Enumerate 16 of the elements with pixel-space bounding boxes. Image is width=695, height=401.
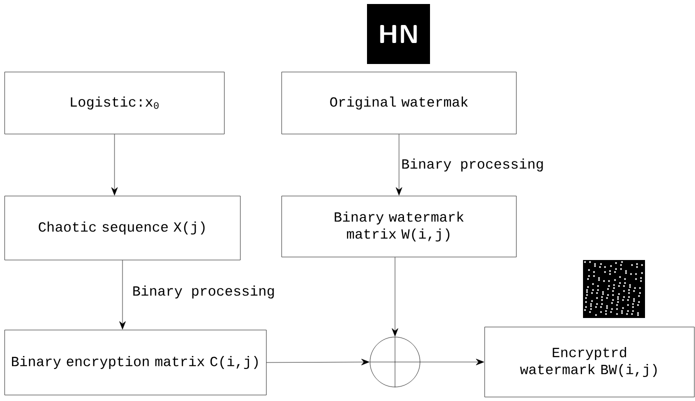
arrow bbox=[266, 358, 370, 366]
arrow bbox=[119, 260, 126, 330]
arrow bbox=[396, 134, 402, 196]
edge-label: Binary processing bbox=[131, 284, 276, 300]
process-box: Binary watermark matrix W(i,j) bbox=[281, 196, 517, 258]
process-box: Original watermak bbox=[281, 72, 517, 134]
watermark-image: HN bbox=[367, 4, 430, 64]
arrow bbox=[111, 134, 118, 196]
process-box: Encryptrd watermark BW(i,j) bbox=[484, 326, 695, 398]
arrow bbox=[420, 358, 484, 366]
process-box: Chaotic sequence X(j) bbox=[4, 196, 241, 260]
process-box: Binary encryption matrix C(i,j) bbox=[4, 330, 267, 396]
arrow bbox=[392, 257, 398, 336]
edge-label: Binary processing bbox=[400, 157, 546, 173]
process-box: Logistic:x$_{0}$ bbox=[4, 72, 225, 134]
xor-circle bbox=[370, 336, 420, 388]
